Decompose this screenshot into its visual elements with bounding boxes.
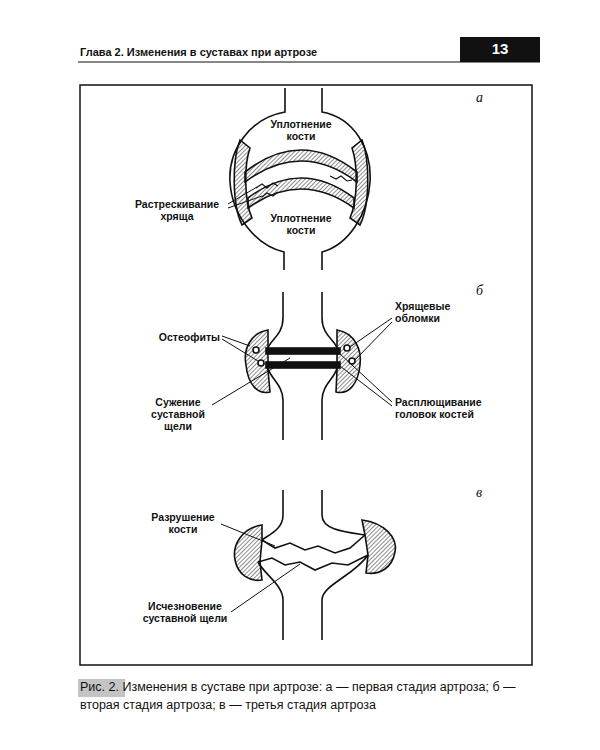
figure-frame — [80, 85, 532, 665]
figure-caption: Рис. 2. Изменения в суставе при артрозе:… — [80, 679, 542, 714]
stage-letter: б — [476, 283, 496, 299]
part-label: Расплющивание головок костей — [395, 396, 507, 420]
part-label: Разрушение кости — [146, 511, 220, 535]
part-label: Исчезновение суставной щели — [140, 600, 230, 624]
stage-letter: в — [476, 485, 496, 501]
stage-letter: а — [476, 90, 496, 106]
part-label: Растрескивание хряща — [128, 198, 226, 222]
part-label: Сужение суставной щели — [146, 396, 210, 432]
part-label: Хрящевые обломки — [395, 300, 475, 324]
part-label: Остеофиты — [148, 331, 220, 343]
stage-2-joint — [212, 292, 392, 440]
stage-1-joint — [228, 88, 370, 270]
part-label: Уплотнение кости — [262, 212, 340, 236]
running-header: Глава 2. Изменения в суставах при артроз… — [80, 46, 317, 59]
header-rule — [78, 61, 540, 62]
part-label: Уплотнение кости — [262, 118, 340, 142]
stage-3-joint — [221, 490, 395, 640]
page-number: 13 — [460, 40, 540, 57]
page-number-box — [460, 37, 540, 62]
